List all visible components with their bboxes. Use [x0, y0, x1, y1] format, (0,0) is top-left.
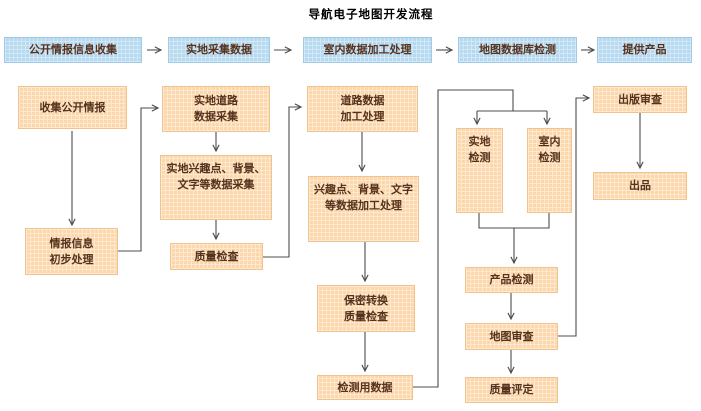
step-product-inspection: 产品检测: [465, 267, 558, 293]
step-map-review: 地图审查: [465, 323, 558, 350]
step-release: 出品: [593, 172, 687, 200]
step-intel-preprocessing: 情报信息 初步处理: [25, 228, 118, 275]
step-quality-evaluation: 质量评定: [465, 377, 558, 403]
step-security-conversion-qc: 保密转换 质量检查: [317, 285, 415, 332]
step-quality-check: 质量检查: [170, 243, 263, 270]
step-inspection-data: 检测用数据: [317, 375, 413, 400]
step-road-data-processing: 道路数据 加工处理: [307, 86, 418, 132]
diagram-title: 导航电子地图开发流程: [308, 9, 434, 21]
step-poi-data-processing: 兴趣点、背景、文字 等数据加工处理: [308, 176, 419, 242]
step-collect-public-intel: 收集公开情报: [18, 86, 127, 129]
stage-indoor-data-processing: 室内数据加工处理: [303, 37, 432, 63]
step-field-inspection: 实地 检测: [456, 128, 503, 213]
stage-field-data-collection: 实地采集数据: [168, 37, 270, 63]
step-field-road-collection: 实地道路 数据采集: [162, 86, 270, 132]
connector-inspections-merge: [478, 213, 550, 229]
stage-map-database-inspection: 地图数据库检测: [458, 37, 577, 63]
stage-provide-product: 提供产品: [597, 37, 692, 63]
step-publication-review: 出版审查: [593, 86, 687, 113]
step-field-poi-collection: 实地兴趣点、背景、 文字等数据采集: [160, 155, 272, 220]
stage-public-intel-collection: 公开情报信息收集: [4, 37, 142, 63]
step-indoor-inspection: 室内 检测: [527, 128, 572, 213]
connector-preprocess-to-fieldroad: [118, 104, 160, 252]
